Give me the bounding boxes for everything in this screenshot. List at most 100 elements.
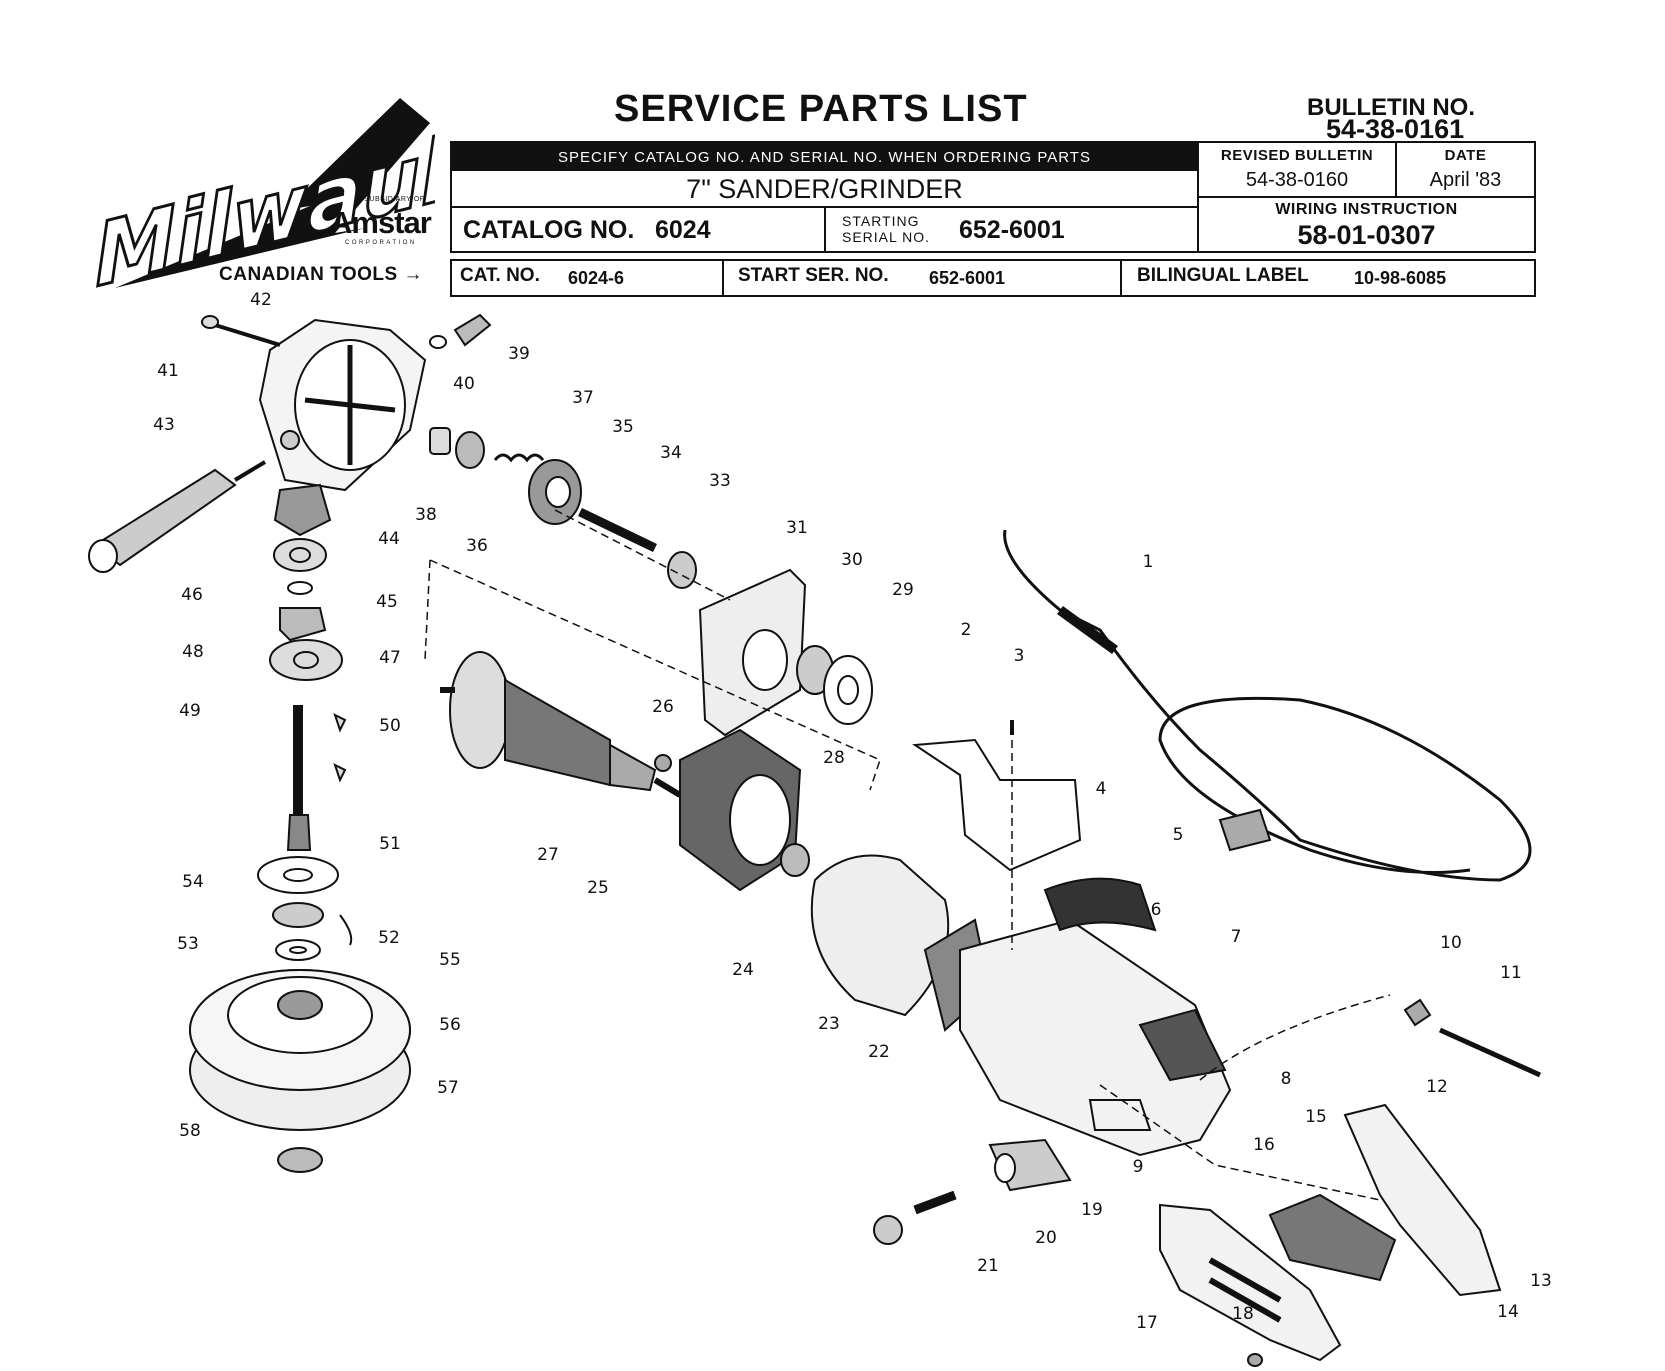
part-number-label: 2 [961, 620, 972, 640]
part-number-label: 12 [1426, 1077, 1448, 1097]
wiring-instruction-number: 58-01-0307 [1297, 219, 1436, 250]
part-number-label: 15 [1305, 1107, 1327, 1127]
housing-sleeve-part [810, 854, 950, 1017]
part-number-label: 9 [1133, 1157, 1144, 1177]
bulletin-number: 54-38-0161 [1326, 114, 1465, 144]
motor-housing-part [959, 918, 1232, 1157]
part-number-label: 46 [181, 585, 203, 605]
part-number-label: 38 [415, 505, 437, 525]
part-number-label: 49 [179, 701, 201, 721]
part-number-label: 40 [453, 374, 475, 394]
side-handle-part [88, 460, 267, 573]
gear-case-part [258, 318, 427, 492]
part-number-label: 16 [1253, 1135, 1275, 1155]
starting-label: STARTING [842, 213, 920, 229]
part-number-label: 53 [177, 934, 199, 954]
part-number-label: 6 [1151, 900, 1162, 920]
lightning-bolt-icon [115, 98, 430, 288]
part-number-label: 10 [1440, 933, 1462, 953]
part-number-label: 45 [376, 592, 398, 612]
field-assembly-part [679, 728, 810, 892]
part-number-label: 43 [153, 415, 175, 435]
serial-label: SERIAL NO. [842, 229, 931, 245]
part-number-label: 22 [868, 1042, 890, 1062]
page-title: SERVICE PARTS LIST [614, 88, 1028, 130]
armature-part [440, 651, 682, 798]
part-number-label: 55 [439, 950, 461, 970]
screw-42-part [214, 323, 281, 347]
part-number-label: 28 [823, 748, 845, 768]
part-number-label: 24 [732, 960, 754, 980]
subsidiary-text: A SUBSIDIARY OF [357, 196, 425, 203]
part-number-label: 21 [977, 1256, 999, 1276]
part-number-label: 31 [786, 518, 808, 538]
amstar-corporation-text: CORPORATION [345, 240, 417, 246]
spindle-stack-part [189, 483, 411, 1173]
revised-bulletin-label: REVISED BULLETIN [1220, 146, 1374, 164]
part-number-label: 29 [892, 580, 914, 600]
part-number-label: 39 [508, 344, 530, 364]
date-value: April '83 [1429, 168, 1502, 191]
part-number-label: 27 [537, 845, 559, 865]
part-number-label: 18 [1232, 1304, 1254, 1324]
part-number-label: 4 [1096, 779, 1107, 799]
part-number-label: 17 [1136, 1313, 1158, 1333]
part-number-label: 56 [439, 1015, 461, 1035]
handle-right-part [1343, 1103, 1502, 1297]
specify-banner: SPECIFY CATALOG NO. AND SERIAL NO. WHEN … [452, 143, 1197, 171]
part-number-label: 35 [612, 417, 634, 437]
bracket-part [912, 738, 1082, 872]
part-number-label: 57 [437, 1078, 459, 1098]
part-number-label: 50 [379, 716, 401, 736]
part-number-label: 47 [379, 648, 401, 668]
part-number-label: 34 [660, 443, 682, 463]
part-number-label: 5 [1173, 825, 1184, 845]
part-number-label: 8 [1281, 1069, 1292, 1089]
cat-no-value: 6024-6 [568, 268, 625, 288]
diagram-drawing [88, 313, 1542, 1367]
part-number-label: 33 [709, 471, 731, 491]
bilingual-label: BILINGUAL LABEL [1137, 265, 1309, 286]
catalog-number: 6024 [655, 216, 711, 244]
part-number-label: 54 [182, 872, 204, 892]
bilingual-number: 10-98-6085 [1354, 268, 1447, 288]
starting-serial-number: 652-6001 [959, 216, 1065, 244]
revised-bulletin-number: 54-38-0160 [1245, 168, 1349, 191]
part-number-label: 58 [179, 1121, 201, 1141]
part-number-label: 41 [157, 361, 179, 381]
canadian-box [450, 259, 1536, 297]
part-number-label: 25 [587, 878, 609, 898]
part-number-label: 42 [250, 290, 272, 310]
part-number-label: 20 [1035, 1228, 1057, 1248]
product-name: 7" SANDER/GRINDER [686, 173, 963, 204]
part-number-label: 14 [1497, 1302, 1519, 1322]
canadian-tools-label: CANADIAN TOOLS → [219, 264, 423, 285]
part-number-label: 11 [1500, 963, 1522, 983]
part-number-label: 13 [1530, 1271, 1552, 1291]
amstar-logo: Amstar [330, 205, 432, 240]
part-number-label: 3 [1014, 646, 1025, 666]
part-number-label: 52 [378, 928, 400, 948]
date-label: DATE [1444, 146, 1487, 164]
cat-no-label: CAT. NO. [460, 265, 540, 286]
part-number-label: 1 [1143, 552, 1154, 572]
part-number-label: 19 [1081, 1200, 1103, 1220]
part-number-label: 37 [572, 388, 594, 408]
bulletin-label: BULLETIN NO. [1307, 94, 1475, 121]
label-part [1043, 877, 1157, 932]
start-ser-value: 652-6001 [929, 268, 1006, 288]
power-cord-part [1003, 529, 1532, 882]
part-number-label: 36 [466, 536, 488, 556]
milwaukee-logo: Milwaukee [95, 88, 435, 288]
part-number-label: 30 [841, 550, 863, 570]
part-number-label: 26 [652, 697, 674, 717]
part-number-label: 23 [818, 1014, 840, 1034]
part-number-label: 51 [379, 834, 401, 854]
wiring-instruction-label: WIRING INSTRUCTION [1275, 201, 1458, 218]
arrow-right-icon: → [403, 264, 423, 285]
catalog-label: CATALOG NO. [463, 216, 635, 244]
start-ser-label: START SER. NO. [738, 265, 889, 286]
part-number-label: 7 [1231, 927, 1242, 947]
